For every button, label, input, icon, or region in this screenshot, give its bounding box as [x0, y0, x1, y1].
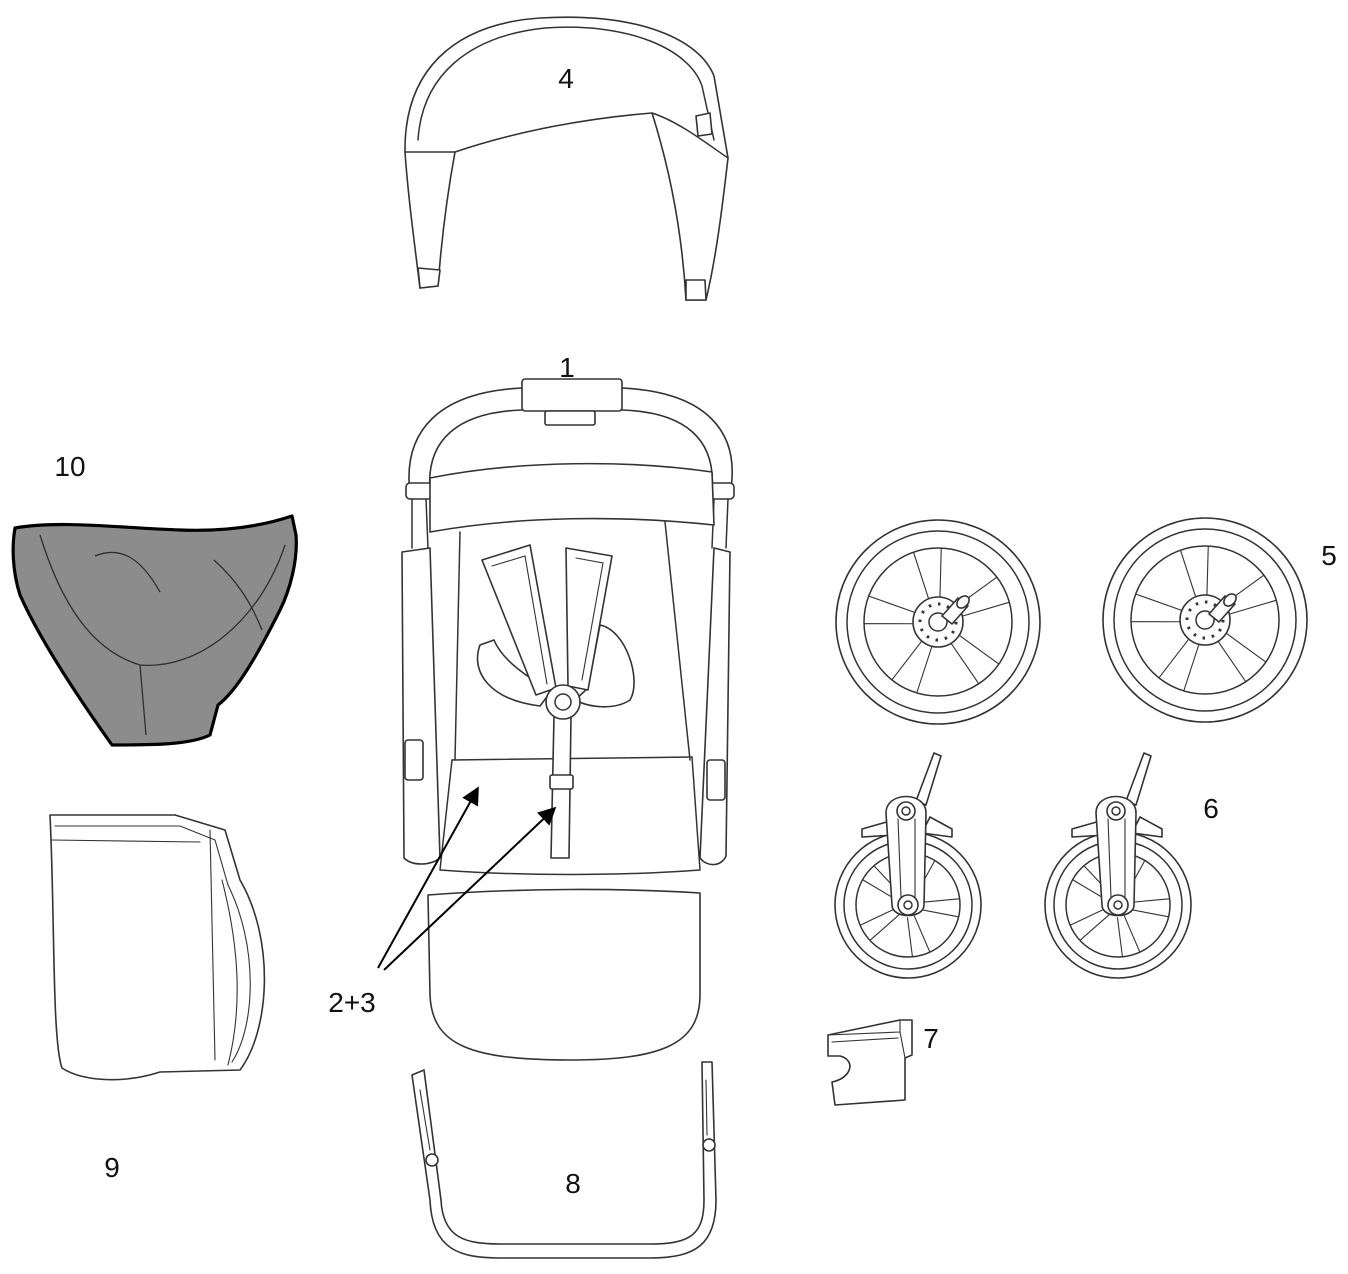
- label-basket: 10: [54, 451, 85, 482]
- label-bumper-bar: 8: [565, 1168, 581, 1199]
- label-seat-unit: 1: [559, 352, 575, 383]
- label-rear-wheels: 5: [1321, 540, 1337, 571]
- rain-cover-drawing: [49, 814, 266, 1081]
- seat-unit-drawing: [401, 378, 735, 1061]
- label-rain-cover: 9: [104, 1152, 120, 1183]
- harness-pointer-arrows: [377, 786, 557, 971]
- rear-wheel-right: [1101, 516, 1309, 724]
- canopy-drawing: [404, 16, 729, 301]
- label-canopy: 4: [558, 63, 574, 94]
- basket-drawing: [11, 514, 298, 747]
- front-wheel-left: [834, 752, 982, 979]
- adapter-drawing: [827, 1019, 913, 1106]
- bumper-bar-drawing: [411, 1061, 717, 1259]
- label-front-wheels: 6: [1203, 793, 1219, 824]
- harness-drawing: [476, 544, 635, 859]
- label-adapter: 7: [923, 1023, 939, 1054]
- front-wheel-right: [1044, 752, 1192, 979]
- label-harness: 2+3: [328, 987, 376, 1018]
- rear-wheel-left: [834, 518, 1042, 726]
